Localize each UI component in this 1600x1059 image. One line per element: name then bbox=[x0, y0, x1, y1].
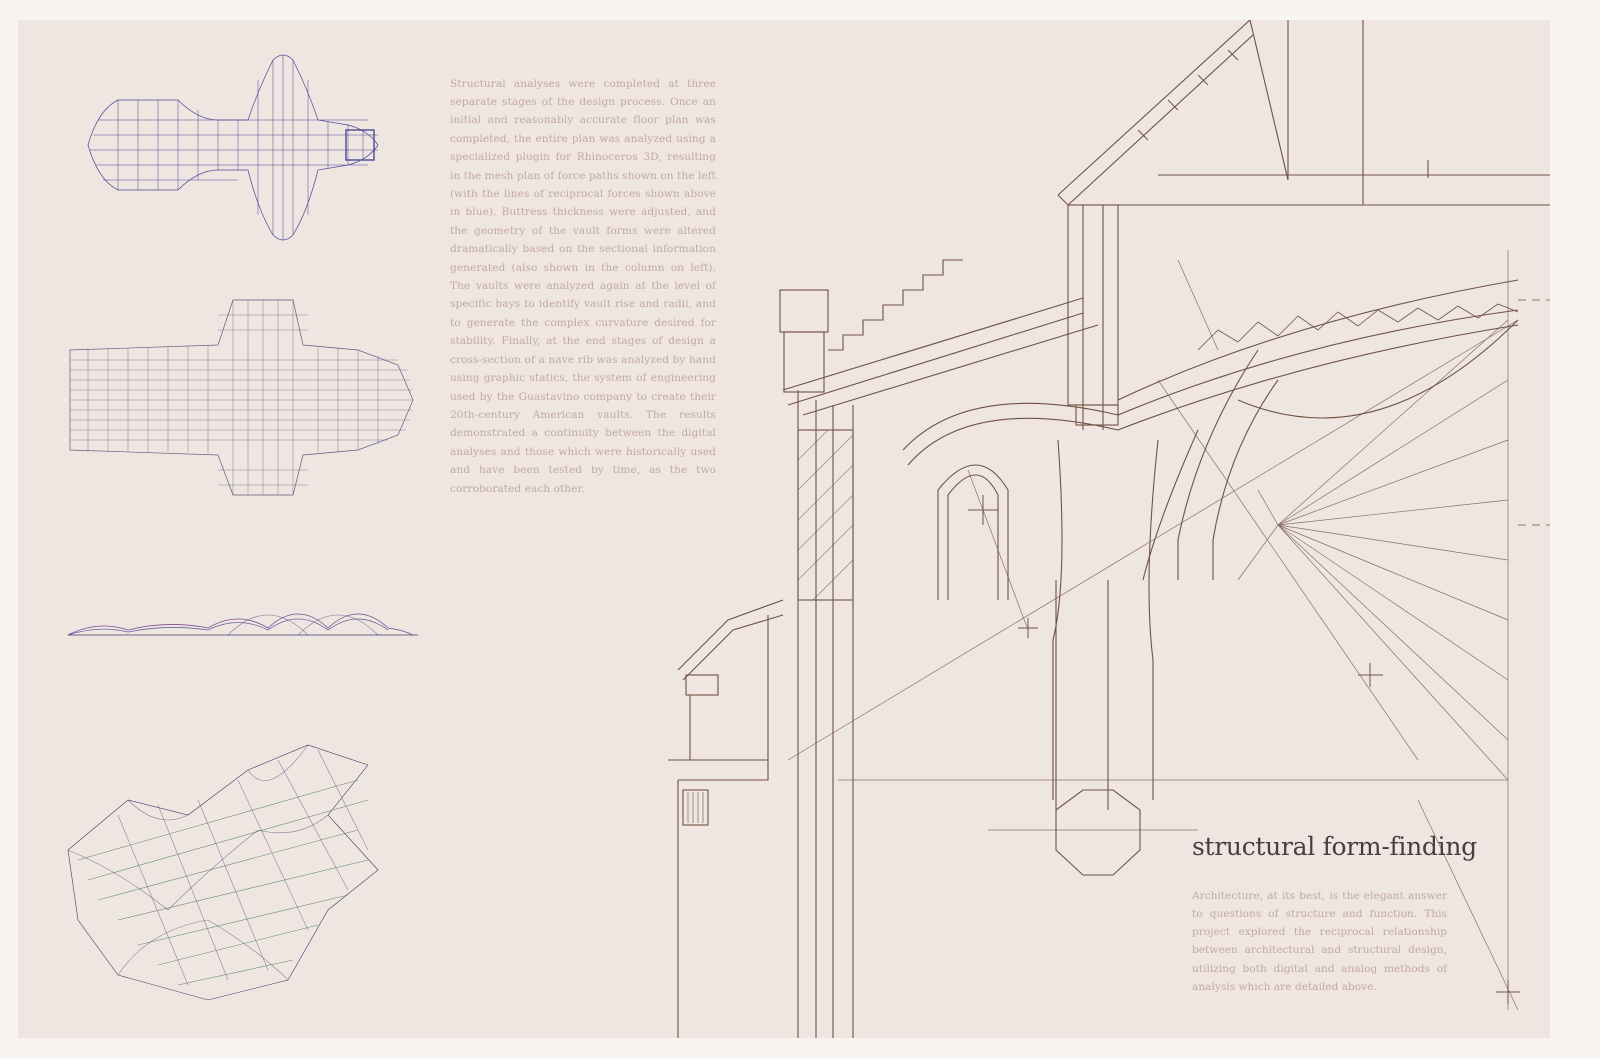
vault-mesh-plan bbox=[69, 299, 414, 496]
panel-title: structural form-finding bbox=[1192, 832, 1477, 861]
nave-section-drawing bbox=[668, 20, 1550, 1038]
force-path-mesh-plan bbox=[87, 54, 379, 241]
analysis-body-text: Structural analyses were completed at th… bbox=[450, 77, 716, 495]
panel-caption: Architecture, at its best, is the elegan… bbox=[1192, 889, 1447, 994]
presentation-board: Structural analyses were completed at th… bbox=[18, 20, 1550, 1038]
vault-isometric-mesh bbox=[67, 744, 379, 1001]
vault-elevation-section bbox=[68, 613, 418, 636]
